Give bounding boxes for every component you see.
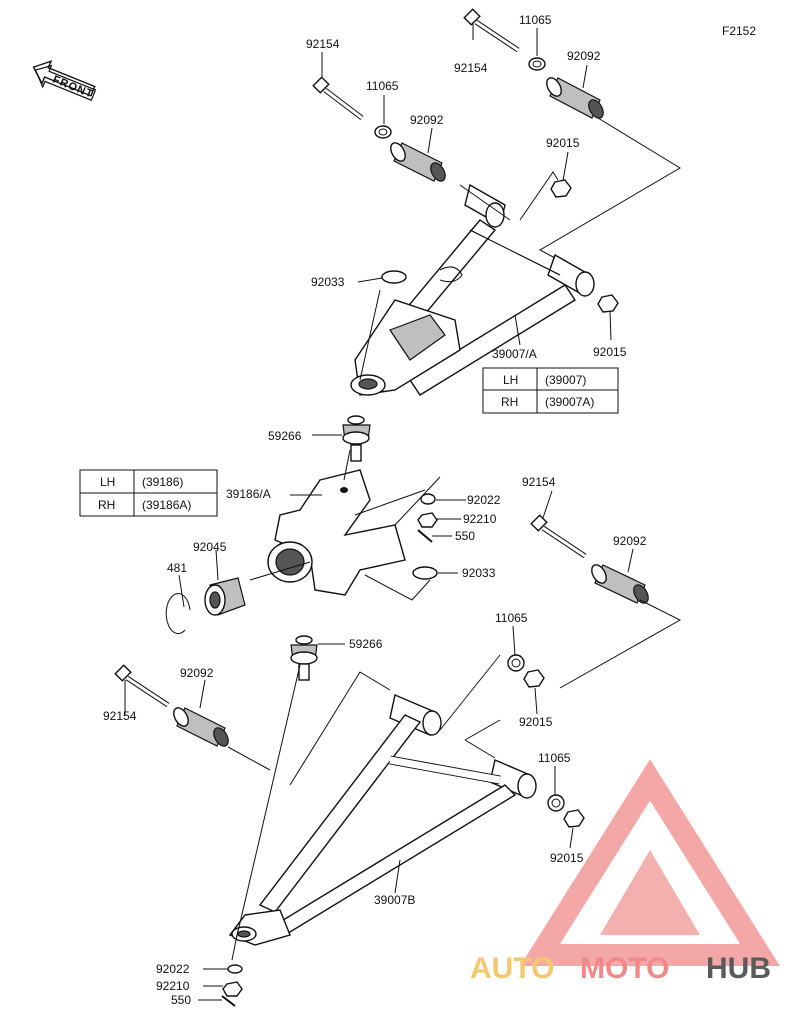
callout-lower-joint: 59266 — [349, 637, 383, 651]
steering-knuckle — [267, 469, 406, 596]
figure-code: F2152 — [722, 24, 756, 38]
callout-upper-ring: 92033 — [311, 275, 345, 289]
bolt-icon — [463, 8, 520, 53]
callout-knuckle: 39186/A — [226, 487, 271, 501]
castle-nut-icon — [417, 512, 438, 528]
bolt-icon — [530, 514, 587, 559]
callout-circlip: 481 — [167, 561, 187, 575]
table-cell: RH — [501, 395, 518, 409]
callout-top-bolt-b: 92154 — [454, 61, 488, 75]
bushing-icon — [591, 564, 649, 604]
cotter-pin-icon — [221, 995, 236, 1007]
table-cell: (39186) — [142, 475, 183, 489]
knuckle-variant-table: LH (39186) RH (39186A) — [79, 469, 218, 517]
nut-icon — [563, 809, 585, 828]
watermark-logo-icon — [520, 759, 780, 966]
snap-ring-icon — [412, 566, 438, 580]
bolt-icon — [312, 76, 364, 120]
bushing-icon — [173, 707, 229, 747]
callout-low-washer: 11065 — [538, 751, 571, 765]
callout-top-bush-a: 92092 — [410, 113, 444, 127]
upper-a-arm — [350, 183, 595, 396]
watermark-text: AUTO MOTO HUB — [470, 952, 771, 985]
ball-joint-icon — [342, 415, 371, 462]
callout-lower-arm: 39007B — [374, 893, 415, 907]
circlip-icon — [165, 593, 191, 635]
table-cell: LH — [100, 475, 115, 489]
callout-upper-joint: 59266 — [268, 429, 302, 443]
lower-a-arm — [228, 694, 537, 946]
callout-top-washer-a: 11065 — [366, 79, 399, 93]
callout-bottom-nut: 92210 — [156, 979, 190, 993]
callout-lower-ring: 92033 — [462, 566, 496, 580]
callout-low-nut: 92015 — [550, 851, 584, 865]
callout-top-bolt-a: 92154 — [306, 37, 340, 51]
bearing-icon — [204, 577, 246, 616]
callout-knuckle-pin: 550 — [455, 529, 475, 543]
snap-ring-icon — [381, 270, 407, 284]
callout-mid-nut: 92015 — [519, 715, 553, 729]
callout-left-bolt: 92154 — [103, 709, 137, 723]
ball-joint-icon — [290, 635, 318, 681]
callout-upper-arm: 39007/A — [492, 347, 537, 361]
watermark-part2: MOTO — [580, 952, 669, 985]
bushing-icon — [546, 77, 604, 119]
front-arrow-icon — [32, 60, 97, 101]
watermark-part3: HUB — [706, 952, 771, 985]
bushing-icon — [390, 142, 446, 182]
callout-rr-bolt: 92154 — [522, 475, 556, 489]
callout-top-nut-b: 92015 — [593, 345, 627, 359]
nut-icon — [550, 179, 572, 198]
cotter-pin-icon — [417, 529, 433, 543]
callout-knuckle-nut: 92210 — [463, 512, 497, 526]
table-cell: (39007) — [545, 373, 586, 387]
table-cell: RH — [98, 498, 115, 512]
callout-top-bush-b: 92092 — [567, 49, 601, 63]
castle-nut-icon — [222, 981, 243, 997]
callout-bottom-pin: 550 — [171, 993, 191, 1007]
bolt-icon — [114, 664, 170, 708]
callout-bearing: 92045 — [193, 540, 227, 554]
callout-top-nut-a: 92015 — [546, 136, 580, 150]
table-cell: (39186A) — [142, 498, 191, 512]
washer-icon — [227, 964, 243, 974]
watermark-part1: AUTO — [470, 952, 554, 985]
callout-knuckle-washer: 92022 — [467, 493, 501, 507]
callout-rr-bush: 92092 — [613, 534, 647, 548]
nut-icon — [597, 294, 619, 313]
nut-icon — [523, 669, 545, 688]
leader-lines — [124, 22, 682, 1001]
washer-icon — [420, 493, 436, 505]
callout-left-bush: 92092 — [180, 666, 214, 680]
upper-arm-variant-table: LH (39007) RH (39007A) — [482, 367, 619, 414]
callout-mid-washer: 11065 — [495, 611, 528, 625]
table-cell: (39007A) — [545, 395, 594, 409]
callout-bottom-washer: 92022 — [156, 962, 190, 976]
table-cell: LH — [503, 373, 518, 387]
callout-top-washer-b: 11065 — [519, 13, 552, 27]
